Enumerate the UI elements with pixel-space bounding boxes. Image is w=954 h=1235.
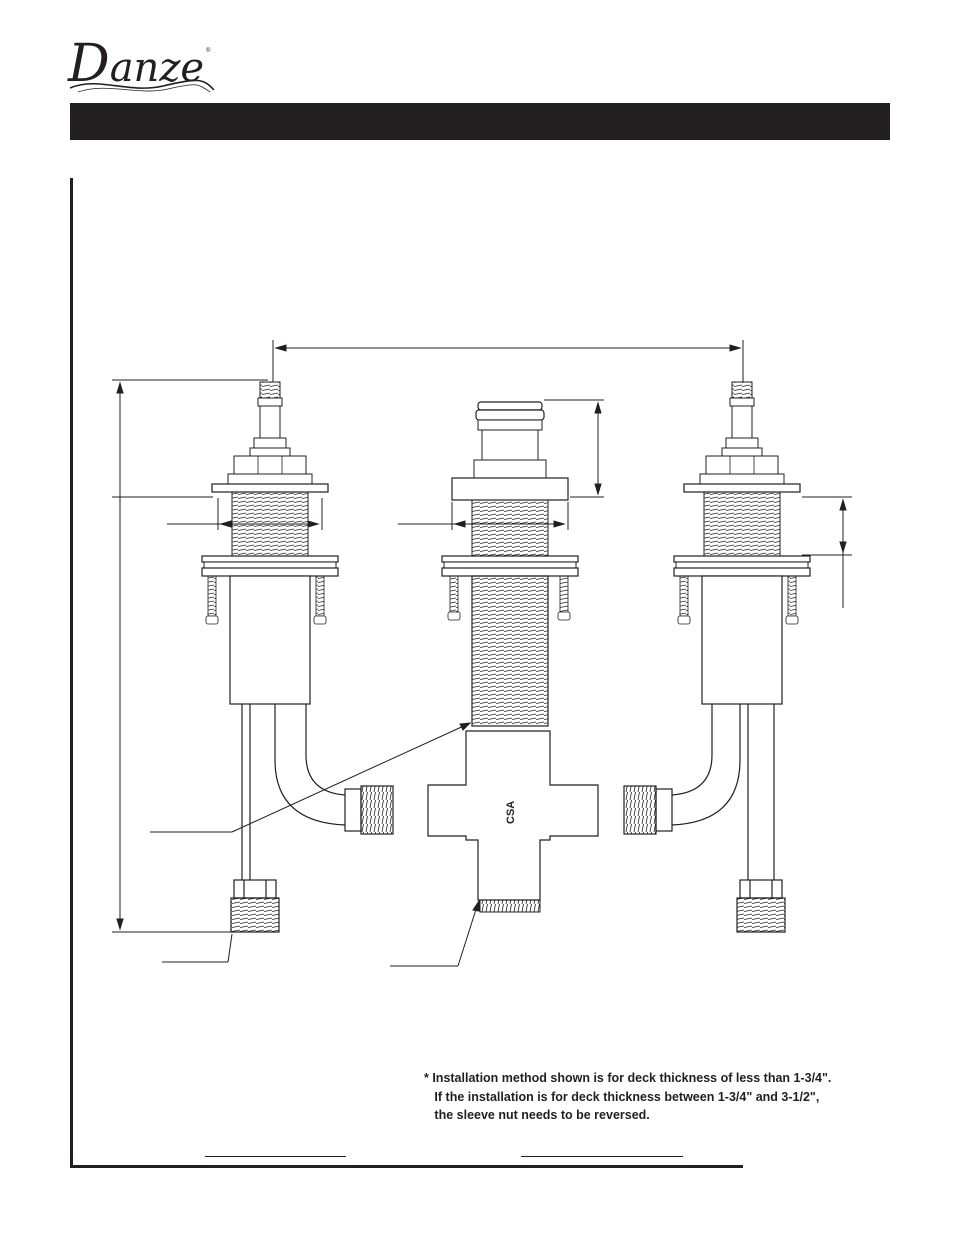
- right-handle-valve: [673, 381, 811, 705]
- logo-initial: D: [68, 34, 110, 94]
- note-line-2: If the installation is for deck thicknes…: [424, 1089, 820, 1104]
- note-line-1: * Installation method shown is for deck …: [424, 1071, 832, 1085]
- frame-left-border: [70, 178, 73, 1168]
- registered-mark: ®: [206, 48, 211, 54]
- danze-logo: Danze ®: [68, 36, 218, 96]
- right-supply-tube: [736, 704, 786, 933]
- signature-line: [205, 1156, 346, 1157]
- title-bar: [70, 103, 890, 140]
- left-elbow-tube: [274, 704, 394, 835]
- installation-note: * Installation method shown is for deck …: [424, 1069, 904, 1125]
- date-line: [521, 1156, 683, 1157]
- left-handle-valve: [201, 381, 339, 705]
- dimension-lines: [112, 340, 852, 967]
- logo-swoosh-icon: [69, 79, 215, 93]
- left-supply-tube: [230, 704, 280, 933]
- logo-rest: anze: [109, 45, 205, 91]
- logo-wordmark: Danze: [68, 36, 204, 96]
- frame-bottom-border: [70, 1165, 743, 1168]
- right-elbow-tube: [623, 704, 741, 835]
- note-line-3: the sleeve nut needs to be reversed.: [424, 1108, 650, 1122]
- center-spout-valve: [427, 401, 599, 913]
- valve-body-marking: CSA: [505, 801, 517, 824]
